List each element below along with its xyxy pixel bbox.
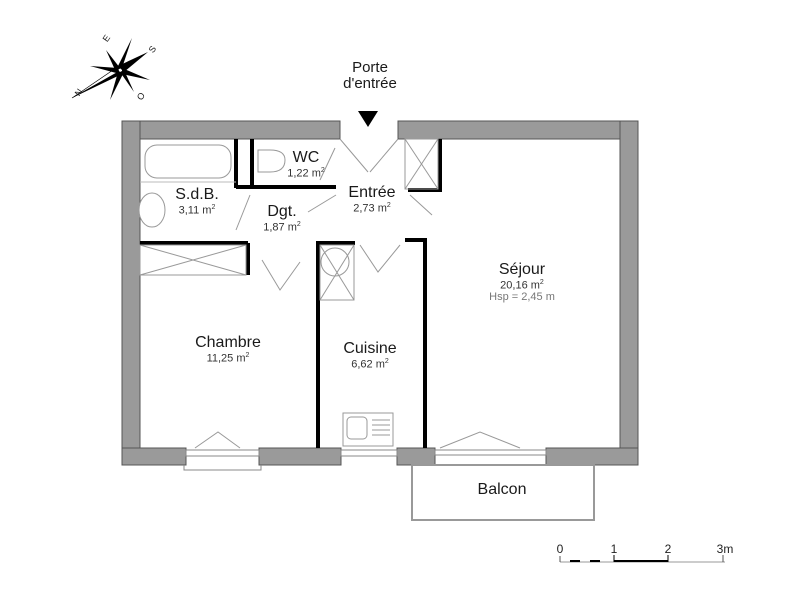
compass-rose-icon: [71, 38, 150, 100]
sink-icon: [138, 192, 166, 228]
room-wc: WC 1,22 m2: [287, 149, 325, 180]
room-name: Dgt.: [267, 203, 297, 220]
area-unit-sup: 2: [386, 201, 391, 209]
entrance-arrow-icon: [358, 111, 378, 127]
room-name: Entrée: [348, 184, 396, 201]
bathtub-icon: [144, 144, 232, 179]
room-name: Chambre: [195, 334, 261, 351]
room-area: 1,22 m: [287, 167, 321, 180]
room-sdb: S.d.B. 3,11 m2: [175, 186, 219, 217]
room-dgt: Dgt. 1,87 m2: [263, 203, 301, 234]
room-area: 2,73 m: [353, 202, 387, 215]
scale-bar: [559, 555, 725, 563]
room-balcon: Balcon: [477, 481, 527, 498]
room-area: 3,11 m: [178, 204, 212, 217]
room-entree: Entrée 2,73 m2: [348, 184, 396, 215]
room-name: S.d.B.: [175, 186, 219, 203]
room-area: 1,87 m: [263, 221, 297, 234]
area-unit-sup: 2: [296, 220, 301, 228]
area-unit-sup: 2: [384, 357, 389, 365]
room-area: 6,62 m: [351, 358, 385, 371]
room-area: 11,25 m: [206, 352, 246, 365]
area-unit-sup: 2: [320, 166, 325, 174]
entrance-label-line2: d'entrée: [343, 74, 397, 92]
scale-tick-3: 3m: [716, 542, 734, 556]
area-unit-sup: 2: [539, 278, 544, 286]
outer-walls: [121, 120, 639, 466]
kitchen-sink-icon: [342, 412, 394, 447]
room-name: WC: [292, 149, 320, 166]
ceiling-height: Hsp = 2,45 m: [489, 291, 555, 303]
toilet-icon: [257, 149, 286, 173]
room-area: 20,16 m: [500, 279, 540, 292]
area-unit-sup: 2: [245, 351, 250, 359]
door-swings: [194, 138, 521, 449]
room-name: Cuisine: [343, 340, 397, 357]
entrance-label: Porte d'entrée: [343, 60, 397, 92]
balcony-outline: [411, 464, 595, 521]
scale-tick-0: 0: [556, 542, 564, 556]
inner-walls: [140, 139, 442, 448]
room-name: Séjour: [498, 261, 546, 278]
room-cuisine: Cuisine 6,62 m2: [343, 340, 397, 371]
room-chambre: Chambre 11,25 m2: [195, 334, 261, 365]
scale-tick-1: 1: [610, 542, 618, 556]
area-unit-sup: 2: [211, 203, 216, 211]
room-sejour: Séjour 20,16 m2 Hsp = 2,45 m: [489, 261, 555, 304]
entrance-label-line1: Porte: [352, 59, 388, 76]
scale-tick-2: 2: [664, 542, 672, 556]
